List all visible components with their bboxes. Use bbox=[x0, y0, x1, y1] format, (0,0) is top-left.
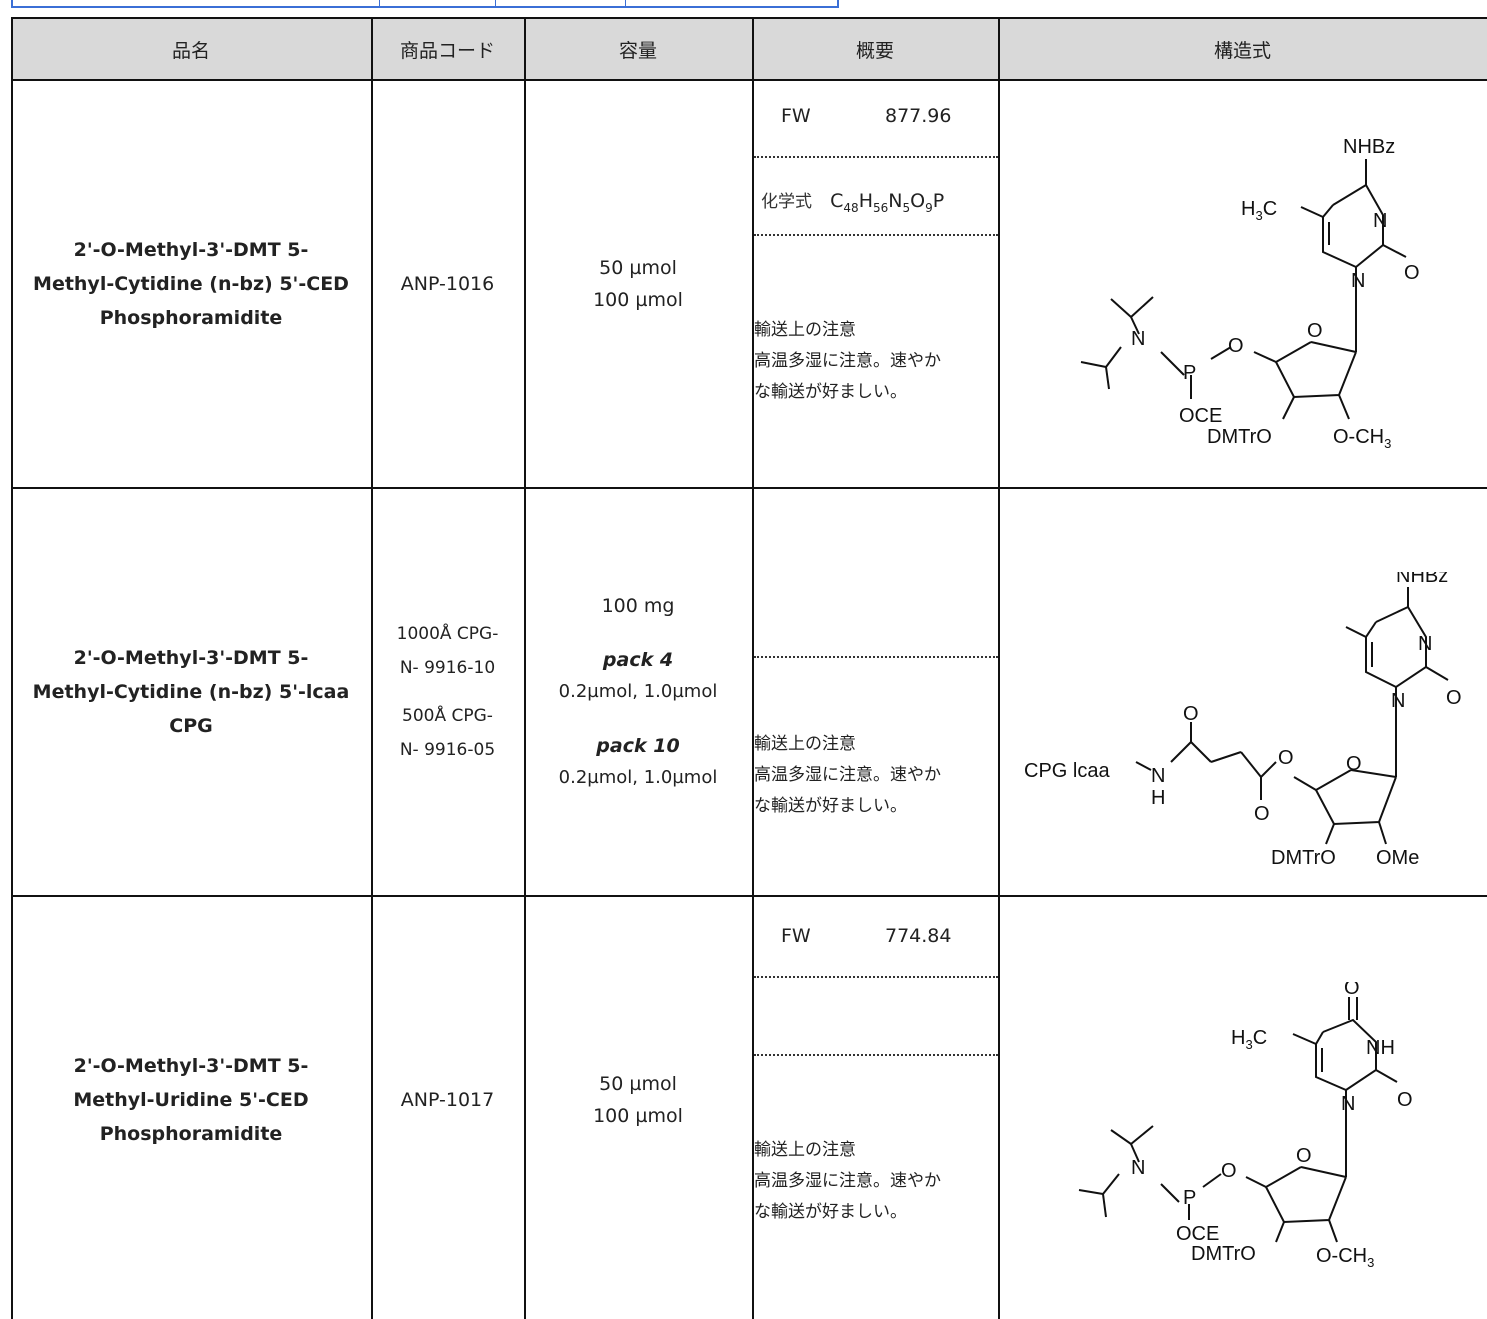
struct-label: O bbox=[1446, 687, 1462, 709]
struct-label: O bbox=[1221, 1160, 1237, 1182]
struct-label: H3C bbox=[1241, 198, 1277, 223]
struct-label: O bbox=[1278, 747, 1294, 769]
struct-label: OCE bbox=[1176, 1223, 1219, 1245]
row3-name-line: Methyl-Uridine 5'-CED bbox=[73, 1089, 309, 1111]
struct-label: O bbox=[1397, 1089, 1413, 1111]
product-table: 品名 商品コード 容量 概要 構造式 2'-O-Methyl-3'-DMT 5-… bbox=[11, 17, 1487, 1319]
header-structure: 構造式 bbox=[1213, 39, 1271, 62]
row1-code: ANP-1016 bbox=[400, 273, 495, 295]
note-title: 輸送上の注意 bbox=[754, 734, 856, 754]
header-row bbox=[11, 17, 1487, 81]
struct-label: N bbox=[1131, 328, 1145, 350]
struct-label: OCE bbox=[1179, 405, 1222, 427]
pack-label: pack 10 bbox=[596, 735, 680, 757]
struct-label: NHBz bbox=[1343, 136, 1395, 158]
note-line: な輸送が好ましい。 bbox=[754, 1202, 907, 1222]
row3-fw-value: 774.84 bbox=[885, 925, 952, 947]
row2-name-line: Methyl-Cytidine (n-bz) 5'-lcaa bbox=[32, 681, 350, 703]
header-summary: 概要 bbox=[855, 39, 894, 62]
note-line: 高温多湿に注意。速やか bbox=[754, 351, 941, 371]
header-capacity: 容量 bbox=[618, 39, 657, 62]
row2-name-line: 2'-O-Methyl-3'-DMT 5- bbox=[73, 647, 309, 669]
row1-name-line: Phosphoramidite bbox=[99, 307, 283, 329]
row3-note: 輸送上の注意 高温多湿に注意。速やか な輸送が好ましい。 bbox=[754, 1135, 941, 1228]
row1-capacity: 50 µmol 100 µmol bbox=[524, 81, 752, 487]
struct-label: NH bbox=[1366, 1037, 1395, 1059]
row3-code: ANP-1017 bbox=[400, 1089, 495, 1111]
capacity-line: 100 µmol bbox=[593, 289, 683, 311]
row1-name-line: 2'-O-Methyl-3'-DMT 5- bbox=[73, 239, 309, 261]
code-line: 500Å CPG- bbox=[402, 706, 493, 726]
note-line: な輸送が好ましい。 bbox=[754, 382, 907, 402]
header-name: 品名 bbox=[171, 39, 210, 62]
struct-label: O bbox=[1344, 982, 1360, 999]
pack-sizes: 0.2µmol, 1.0µmol bbox=[558, 767, 718, 788]
row1-fw-label: FW bbox=[781, 105, 811, 127]
struct-label: O-CH3 bbox=[1333, 426, 1391, 451]
struct-label: DMTrO bbox=[1271, 847, 1336, 869]
struct-label: H3C bbox=[1231, 1027, 1267, 1052]
struct-label: DMTrO bbox=[1207, 426, 1272, 448]
structure-diagram-2: NHBz N O N O O O O N H CPG lcaa DMTrO OM… bbox=[1024, 572, 1462, 869]
struct-label: OMe bbox=[1376, 847, 1419, 869]
note-title: 輸送上の注意 bbox=[754, 320, 856, 340]
capacity-line: 50 µmol bbox=[599, 257, 677, 279]
row3-name-line: Phosphoramidite bbox=[99, 1123, 283, 1145]
struct-label: O bbox=[1183, 703, 1199, 725]
struct-label: O bbox=[1254, 803, 1270, 825]
struct-label: O-CH3 bbox=[1316, 1245, 1374, 1270]
struct-label: O bbox=[1346, 753, 1362, 775]
code-line: 1000Å CPG- bbox=[396, 624, 499, 644]
capacity-line: 50 µmol bbox=[599, 1073, 677, 1095]
row3-fw-label: FW bbox=[781, 925, 811, 947]
row3-name-line: 2'-O-Methyl-3'-DMT 5- bbox=[73, 1055, 309, 1077]
struct-label: O bbox=[1307, 320, 1323, 342]
note-line: な輸送が好ましい。 bbox=[754, 796, 907, 816]
row2-note: 輸送上の注意 高温多湿に注意。速やか な輸送が好ましい。 bbox=[754, 729, 941, 822]
struct-label: N bbox=[1151, 765, 1165, 787]
struct-label: P bbox=[1183, 1187, 1196, 1209]
note-line: 高温多湿に注意。速やか bbox=[754, 765, 941, 785]
pack-label: pack 4 bbox=[602, 649, 674, 671]
capacity-line: 100 µmol bbox=[593, 1105, 683, 1127]
struct-label: N bbox=[1391, 690, 1405, 712]
row1-product-name: 2'-O-Methyl-3'-DMT 5- Methyl-Cytidine (n… bbox=[11, 81, 371, 487]
row1-name-line: Methyl-Cytidine (n-bz) 5'-CED bbox=[33, 273, 349, 295]
struct-label: N bbox=[1418, 633, 1432, 655]
struct-label: H bbox=[1151, 787, 1165, 809]
row2-codes: 1000Å CPG- N- 9916-10 500Å CPG- N- 9916-… bbox=[371, 489, 524, 895]
row1-note: 輸送上の注意 高温多湿に注意。速やか な輸送が好ましい。 bbox=[754, 315, 941, 408]
struct-label: P bbox=[1183, 362, 1196, 384]
row2-name-line: CPG bbox=[169, 715, 213, 737]
pack-sizes: 0.2µmol, 1.0µmol bbox=[558, 681, 718, 702]
row1-formula: 化学式 C48H56N5O9P bbox=[761, 190, 945, 215]
struct-label: O bbox=[1296, 1145, 1312, 1167]
struct-label: N bbox=[1341, 1093, 1355, 1115]
row3-capacity: 50 µmol 100 µmol bbox=[524, 897, 752, 1303]
struct-label: O bbox=[1404, 262, 1420, 284]
struct-label: DMTrO bbox=[1191, 1243, 1256, 1265]
structure-diagram-3: O NH O N H3C O O P N OCE DMTrO O-CH3 bbox=[1078, 982, 1413, 1270]
note-line: 高温多湿に注意。速やか bbox=[754, 1171, 941, 1191]
code-line: N- 9916-05 bbox=[399, 740, 496, 760]
capacity-top: 100 mg bbox=[601, 595, 675, 617]
row3-product-name: 2'-O-Methyl-3'-DMT 5- Methyl-Uridine 5'-… bbox=[11, 897, 371, 1303]
formula-label: 化学式 bbox=[761, 192, 812, 212]
struct-label: NHBz bbox=[1396, 572, 1448, 587]
header-code: 商品コード bbox=[399, 39, 495, 62]
struct-label: CPG lcaa bbox=[1024, 760, 1110, 782]
selection-strip bbox=[11, 0, 839, 8]
code-line: N- 9916-10 bbox=[399, 658, 496, 678]
struct-label: O bbox=[1228, 335, 1244, 357]
struct-label: N bbox=[1373, 210, 1387, 232]
structure-diagram-1: NHBz N O N H3C O O P N OCE DMTrO O-CH3 bbox=[1080, 136, 1420, 451]
row2-product-name: 2'-O-Methyl-3'-DMT 5- Methyl-Cytidine (n… bbox=[11, 489, 371, 895]
note-title: 輸送上の注意 bbox=[754, 1140, 856, 1160]
row2-capacity: 100 mg pack 4 0.2µmol, 1.0µmol pack 10 0… bbox=[524, 489, 752, 895]
struct-label: N bbox=[1131, 1157, 1145, 1179]
row1-fw-value: 877.96 bbox=[885, 105, 952, 127]
struct-label: N bbox=[1351, 270, 1365, 292]
